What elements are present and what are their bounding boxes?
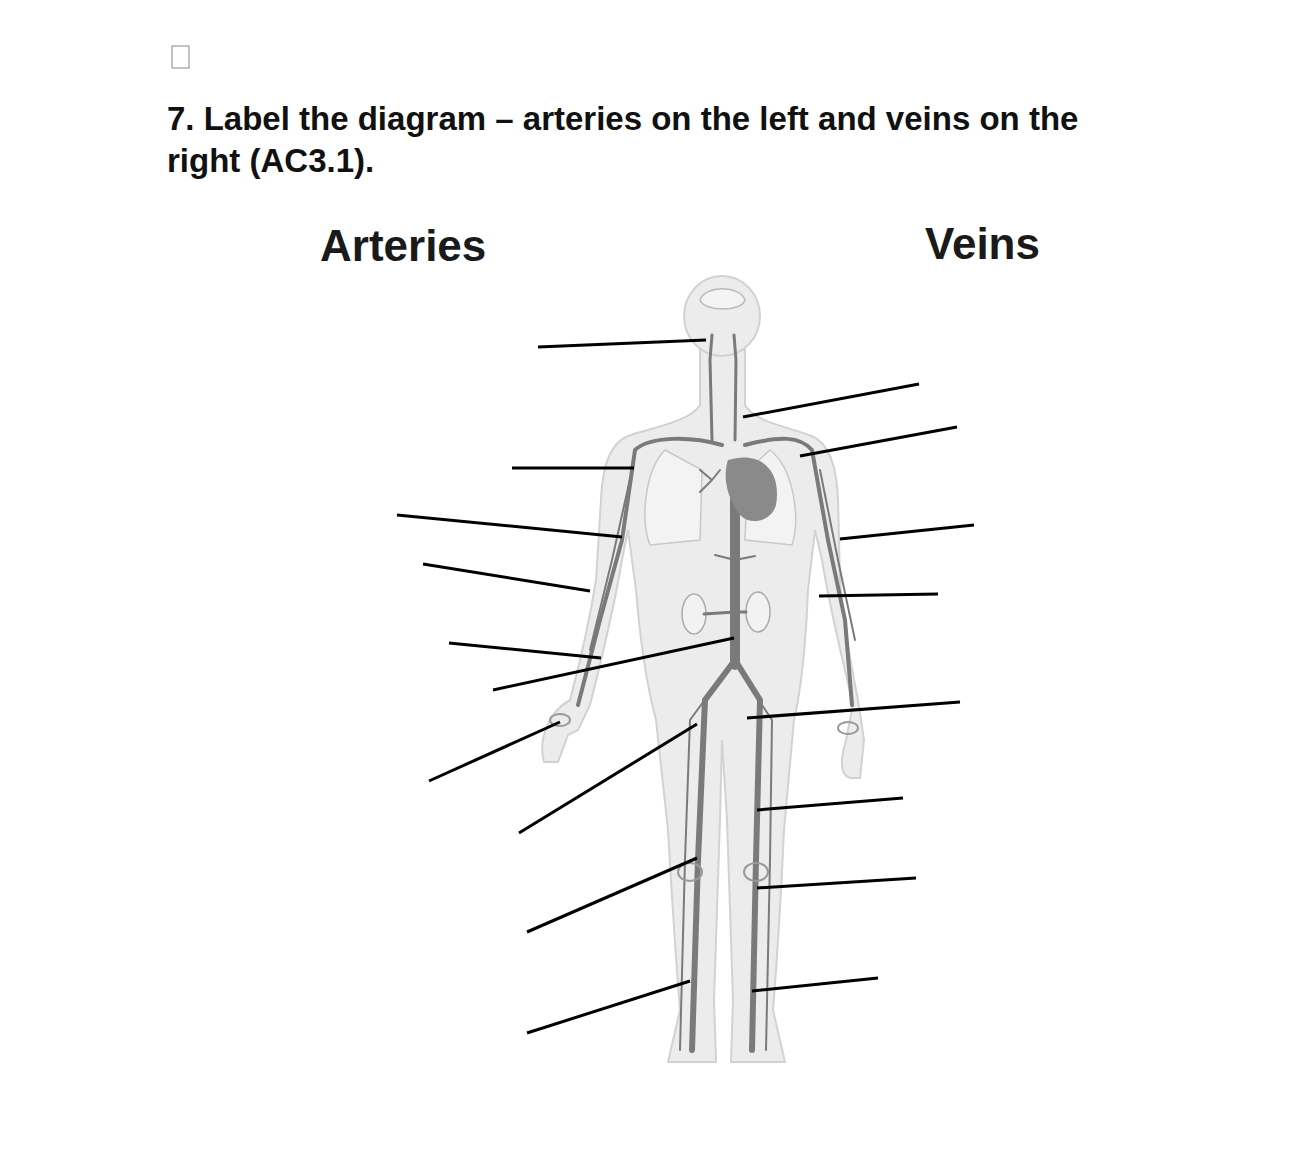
illustration-part xyxy=(680,690,712,1050)
illustration-part xyxy=(527,981,690,1033)
question-title: 7. Label the diagram – arteries on the l… xyxy=(167,98,1142,182)
illustration-part xyxy=(838,722,858,734)
illustration-part xyxy=(726,457,777,521)
illustration-part xyxy=(757,878,916,888)
illustration-part xyxy=(757,798,903,810)
illustration-part xyxy=(542,350,864,1062)
illustration-part xyxy=(527,858,697,932)
illustration-part xyxy=(800,427,957,456)
illustration-part xyxy=(715,555,755,560)
illustration-part xyxy=(682,594,706,634)
illustration-part xyxy=(734,335,736,440)
illustration-part xyxy=(397,340,974,1033)
illustration-part xyxy=(684,276,760,356)
illustration-part xyxy=(743,384,919,417)
illustration-part xyxy=(819,594,938,596)
illustration-part xyxy=(820,470,855,640)
illustration-part xyxy=(519,724,697,833)
illustration-part xyxy=(449,643,601,658)
illustration-part xyxy=(744,863,768,881)
illustration-part xyxy=(172,46,189,68)
column-heading: Veins xyxy=(925,220,1040,268)
illustration-part xyxy=(550,714,858,881)
illustration-part xyxy=(692,660,735,1050)
illustration-part xyxy=(538,340,706,347)
illustration-part xyxy=(747,702,960,718)
illustration-part xyxy=(752,690,772,1050)
illustration-part xyxy=(700,470,720,492)
illustration-part xyxy=(710,335,712,440)
illustration-part xyxy=(700,289,745,309)
illustration-part xyxy=(840,525,974,539)
illustration-part xyxy=(397,515,622,537)
illustration-part xyxy=(578,335,855,1050)
illustration-part xyxy=(590,470,632,650)
illustration-part xyxy=(704,612,746,614)
column-heading: Arteries xyxy=(320,222,486,270)
illustration-part xyxy=(493,638,734,690)
illustration-part xyxy=(645,450,702,545)
illustration-part xyxy=(429,722,560,781)
illustration-part xyxy=(512,467,634,470)
illustration-part xyxy=(746,592,770,632)
illustration-part xyxy=(423,564,590,591)
illustration-part xyxy=(752,978,878,991)
illustration-part xyxy=(578,439,722,705)
